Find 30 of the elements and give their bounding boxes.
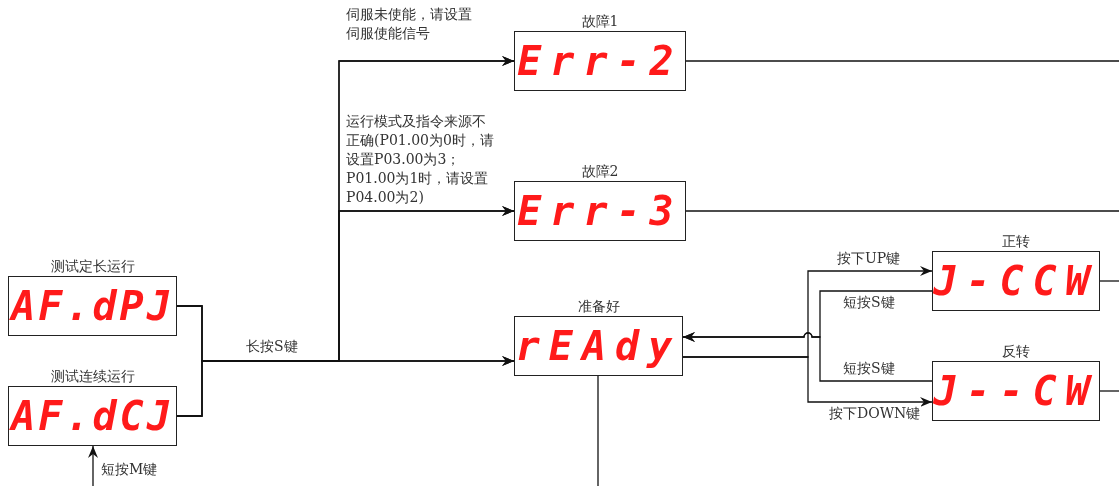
display-caption: 正转 — [1002, 232, 1030, 251]
segment-display: AF.dCJ — [8, 386, 177, 446]
edge-label: 按下UP键 — [836, 249, 902, 268]
edge-label: 短按S键 — [842, 293, 896, 312]
connector-line — [685, 210, 1119, 212]
display-caption: 测试定长运行 — [50, 257, 135, 276]
connector-line — [685, 60, 1119, 62]
edge-label: 短按M键 — [100, 460, 159, 479]
segment-display: J--CW — [932, 361, 1100, 421]
arrow — [682, 332, 933, 382]
arrow — [176, 206, 515, 417]
connector-line — [597, 375, 599, 486]
display-caption: 故障2 — [581, 162, 619, 181]
arrow — [682, 356, 933, 407]
connector-line — [1099, 390, 1119, 392]
display-caption: 准备好 — [577, 297, 620, 316]
edge-label: 按下DOWN键 — [828, 404, 922, 423]
edge-label: 运行模式及指令来源不正确(P01.00为0时，请设置P03.00为3；P01.00为1时，请设置P04.00为2) — [345, 112, 497, 207]
edge-label: 短按S键 — [842, 359, 896, 378]
display-caption: 故障1 — [581, 12, 619, 31]
segment-display: Err-3 — [514, 181, 686, 241]
segment-display: AF.dPJ — [8, 276, 177, 336]
edge-label: 长按S键 — [245, 337, 299, 356]
segment-display: rEAdy — [514, 316, 683, 376]
display-caption: 反转 — [1002, 342, 1030, 361]
segment-display: Err-2 — [514, 31, 686, 91]
display-caption: 测试连续运行 — [50, 367, 135, 386]
segment-display: J-CCW — [932, 251, 1100, 311]
arrow — [88, 445, 98, 486]
connector-line — [1099, 280, 1119, 282]
